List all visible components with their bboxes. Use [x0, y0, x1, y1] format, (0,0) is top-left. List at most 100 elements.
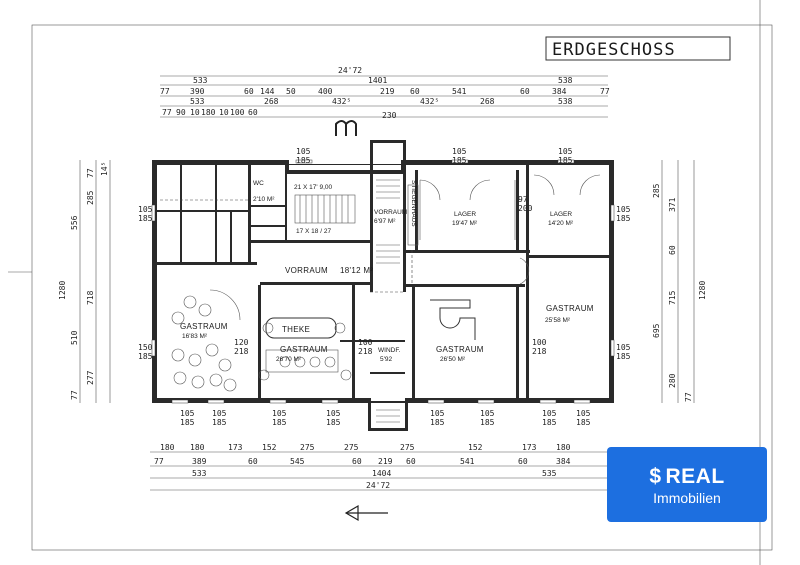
svg-text:77: 77 — [684, 392, 693, 402]
svg-text:105: 105 — [616, 343, 631, 352]
svg-text:185: 185 — [138, 214, 153, 223]
svg-text:1404: 1404 — [372, 469, 391, 478]
svg-text:185: 185 — [452, 156, 467, 165]
svg-text:371: 371 — [668, 197, 677, 212]
logo-brand: $REAL — [607, 465, 767, 489]
svg-text:77: 77 — [600, 87, 610, 96]
svg-text:60: 60 — [406, 457, 416, 466]
right-dimensions: 285 371 60 715 1280 695 280 77 — [652, 160, 707, 403]
dashed-lines — [160, 199, 413, 293]
svg-text:100: 100 — [230, 108, 245, 117]
svg-text:185: 185 — [542, 418, 557, 427]
svg-text:1280: 1280 — [58, 281, 67, 300]
svg-text:718: 718 — [86, 290, 95, 305]
svg-text:218: 218 — [234, 347, 249, 356]
svg-text:384: 384 — [552, 87, 567, 96]
svg-text:77: 77 — [86, 168, 95, 178]
plan-title: ERDGESCHOSS — [552, 40, 676, 60]
room-area-lager2: 14'20 M² — [548, 220, 574, 227]
room-label-gastraum-right: GASTRAUM — [436, 345, 484, 354]
svg-text:200: 200 — [518, 204, 533, 213]
room-label-vorraum-small: VORRAUM — [374, 209, 407, 216]
svg-text:105: 105 — [616, 205, 631, 214]
svg-text:105: 105 — [452, 147, 467, 156]
svg-text:219: 219 — [378, 457, 393, 466]
room-label-theke: THEKE — [282, 325, 310, 334]
door-swings — [209, 174, 601, 321]
room-labels: WC 2'10 M² 21 X 17' 9,00 17 X 18 / 27 VO… — [180, 180, 593, 363]
counter-shape — [430, 299, 476, 340]
entry-symbol-icon — [335, 120, 357, 136]
svg-text:545: 545 — [290, 457, 305, 466]
svg-text:268: 268 — [480, 97, 495, 106]
svg-text:268: 268 — [264, 97, 279, 106]
stair-label: STIEGENHAUS — [410, 180, 417, 227]
s-logo-icon: $ — [649, 465, 662, 488]
svg-text:230: 230 — [382, 111, 397, 120]
svg-text:77: 77 — [70, 390, 79, 400]
room-area-gastraum-right: 26'50 M² — [440, 356, 466, 363]
svg-text:105: 105 — [296, 147, 311, 156]
svg-text:185: 185 — [272, 418, 287, 427]
svg-text:105: 105 — [212, 409, 227, 418]
room-area-lager1: 19'47 M² — [452, 220, 478, 227]
svg-text:185: 185 — [296, 156, 311, 165]
bottom-dimensions: 180 180 173 152 275 275 275 152 173 180 … — [150, 443, 608, 491]
building-walls — [152, 140, 614, 431]
dining-tables — [171, 295, 352, 392]
svg-text:185: 185 — [558, 156, 573, 165]
room-label-windfang: WINDF. — [378, 347, 401, 354]
svg-text:556: 556 — [70, 215, 79, 230]
svg-text:144: 144 — [260, 87, 275, 96]
svg-text:533: 533 — [190, 97, 205, 106]
svg-text:541: 541 — [460, 457, 475, 466]
svg-text:185: 185 — [138, 352, 153, 361]
room-area-gastraum-mid: 26'70 M² — [276, 356, 302, 363]
svg-text:24'72: 24'72 — [366, 481, 390, 490]
svg-text:275: 275 — [400, 443, 415, 452]
room-label-gastraum-mid: GASTRAUM — [280, 345, 328, 354]
svg-text:1280: 1280 — [698, 281, 707, 300]
svg-text:185: 185 — [616, 352, 631, 361]
svg-text:77: 77 — [162, 108, 172, 117]
windows — [151, 159, 615, 404]
svg-text:180: 180 — [160, 443, 175, 452]
room-area-gastraum-far: 25'58 M² — [545, 317, 571, 324]
svg-text:60: 60 — [410, 87, 420, 96]
svg-text:541: 541 — [452, 87, 467, 96]
svg-text:185: 185 — [212, 418, 227, 427]
svg-text:60: 60 — [248, 108, 258, 117]
svg-text:275: 275 — [300, 443, 315, 452]
svg-text:173: 173 — [522, 443, 537, 452]
svg-text:105: 105 — [326, 409, 341, 418]
svg-text:1401: 1401 — [368, 76, 387, 85]
svg-text:180: 180 — [201, 108, 216, 117]
svg-text:90: 90 — [176, 108, 186, 117]
svg-text:105: 105 — [542, 409, 557, 418]
svg-text:105: 105 — [576, 409, 591, 418]
svg-text:533: 533 — [192, 469, 207, 478]
svg-text:695: 695 — [652, 323, 661, 338]
svg-text:60: 60 — [520, 87, 530, 96]
room-label-gastraum-left: GASTRAUM — [180, 322, 228, 331]
svg-text:10: 10 — [190, 108, 200, 117]
svg-text:173: 173 — [228, 443, 243, 452]
room-area-windfang: 5'92 — [380, 356, 392, 363]
svg-text:535: 535 — [542, 469, 557, 478]
svg-text:400: 400 — [318, 87, 333, 96]
svg-text:152: 152 — [468, 443, 483, 452]
left-dimensions: 77 285 14⁵ 556 1280 718 510 277 77 — [58, 160, 111, 403]
svg-text:60: 60 — [248, 457, 258, 466]
entrance-arrow-icon — [344, 504, 388, 522]
svg-text:10: 10 — [219, 108, 229, 117]
logo-brand-text: REAL — [665, 465, 725, 488]
svg-text:277: 277 — [86, 370, 95, 385]
svg-text:510: 510 — [70, 330, 79, 345]
title-box — [545, 36, 731, 61]
svg-text:185: 185 — [430, 418, 445, 427]
svg-text:285: 285 — [652, 183, 661, 198]
svg-text:77: 77 — [154, 457, 164, 466]
svg-text:280: 280 — [668, 373, 677, 388]
svg-text:105: 105 — [430, 409, 445, 418]
